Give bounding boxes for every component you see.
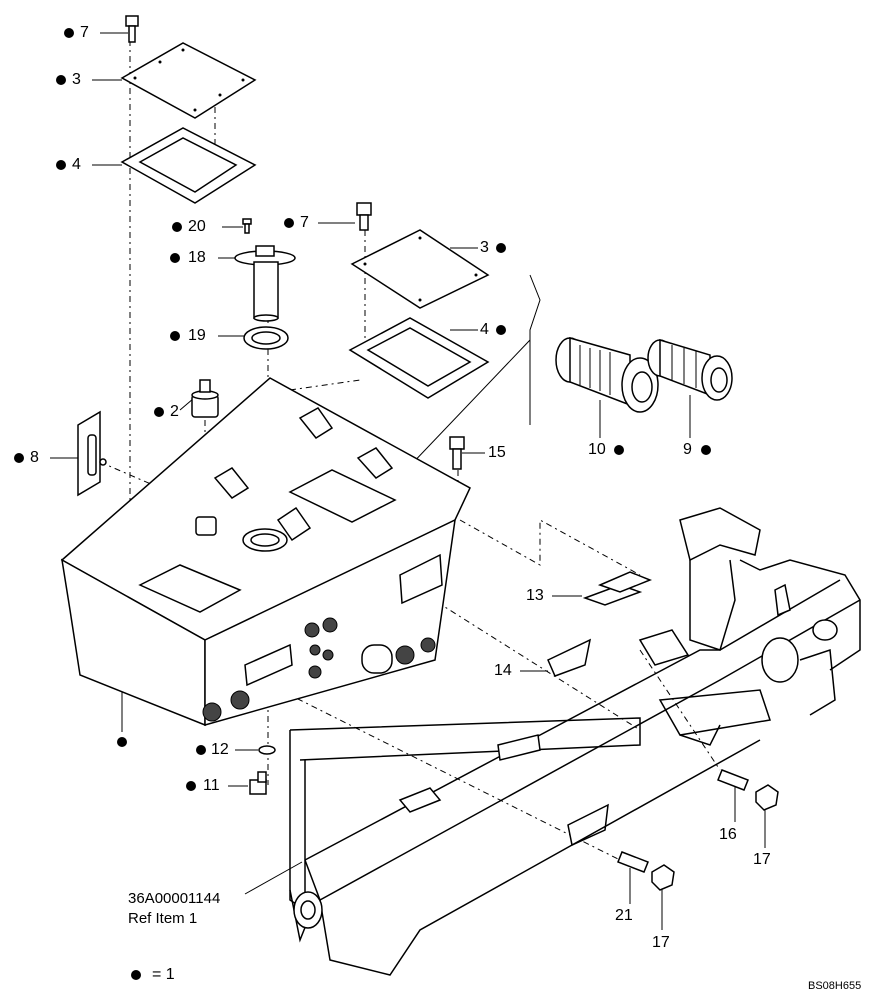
callout-3-right: 3 [480, 239, 489, 256]
callout-7-right: 7 [300, 214, 309, 231]
callout-15: 15 [488, 444, 506, 461]
callout-8: 8 [30, 449, 39, 466]
callout-14: 14 [494, 662, 512, 679]
callout-dot [64, 28, 74, 38]
stud-16 [717, 769, 749, 791]
callout-16: 16 [719, 826, 737, 843]
callout-dot [56, 75, 66, 85]
callout-19: 19 [188, 327, 206, 344]
callout-11: 11 [203, 777, 220, 794]
hydraulic-tank [60, 377, 471, 727]
legend-dot [131, 970, 141, 980]
nut-17-right [755, 784, 779, 811]
callout-dot [496, 243, 506, 253]
callout-18: 18 [188, 249, 206, 266]
drawing-code: BS08H655 [808, 980, 862, 992]
callout-12: 12 [211, 741, 229, 758]
callout-20: 20 [188, 218, 206, 235]
machine-frame [289, 507, 861, 976]
bolt-7-left [125, 15, 139, 43]
fitting-11 [249, 771, 267, 795]
callout-dot [154, 407, 164, 417]
reference-part-number: 36A00001144 [128, 890, 221, 907]
callout-10: 10 [588, 441, 606, 458]
screw-20 [242, 218, 252, 234]
callout-dot [117, 737, 127, 747]
callout-dot [701, 445, 711, 455]
callout-dot [186, 781, 196, 791]
callout-dot [284, 218, 294, 228]
sight-gauge-8 [77, 410, 107, 497]
callout-13: 13 [526, 587, 544, 604]
stud-21 [617, 851, 649, 873]
gasket-right [348, 317, 490, 399]
callout-2: 2 [170, 403, 179, 420]
nut-17-lower [651, 864, 675, 891]
callout-7-top: 7 [80, 24, 89, 41]
callout-dot [496, 325, 506, 335]
gasket-left [120, 127, 257, 204]
callout-9: 9 [683, 441, 692, 458]
legend-text: = 1 [152, 966, 175, 983]
bracket-14 [547, 638, 592, 677]
callout-dot [196, 745, 206, 755]
filter-element-10 [555, 337, 659, 413]
callout-dot [14, 453, 24, 463]
bolt-7-right [356, 202, 372, 231]
cover-plate-left [120, 42, 257, 119]
callout-17-lower: 17 [652, 934, 670, 951]
shims-13 [582, 571, 653, 606]
callout-dot [614, 445, 624, 455]
bracket-lower [567, 803, 609, 847]
callout-4-right: 4 [480, 321, 489, 338]
callout-3-left: 3 [72, 71, 81, 88]
fitting-12 [258, 745, 276, 755]
reference-note: Ref Item 1 [128, 910, 198, 927]
callout-17-right: 17 [753, 851, 771, 868]
gasket-19 [243, 326, 289, 350]
callout-dot [170, 253, 180, 263]
callout-21: 21 [615, 907, 633, 924]
callout-4-left: 4 [72, 156, 81, 173]
callout-dot [172, 222, 182, 232]
filter-element-9 [647, 338, 733, 401]
cover-plate-right [350, 229, 490, 309]
callout-dot [56, 160, 66, 170]
fuel-sender-18 [234, 245, 296, 322]
callout-dot [170, 331, 180, 341]
bolt-15 [449, 436, 465, 470]
breather-cap-2 [191, 379, 219, 418]
